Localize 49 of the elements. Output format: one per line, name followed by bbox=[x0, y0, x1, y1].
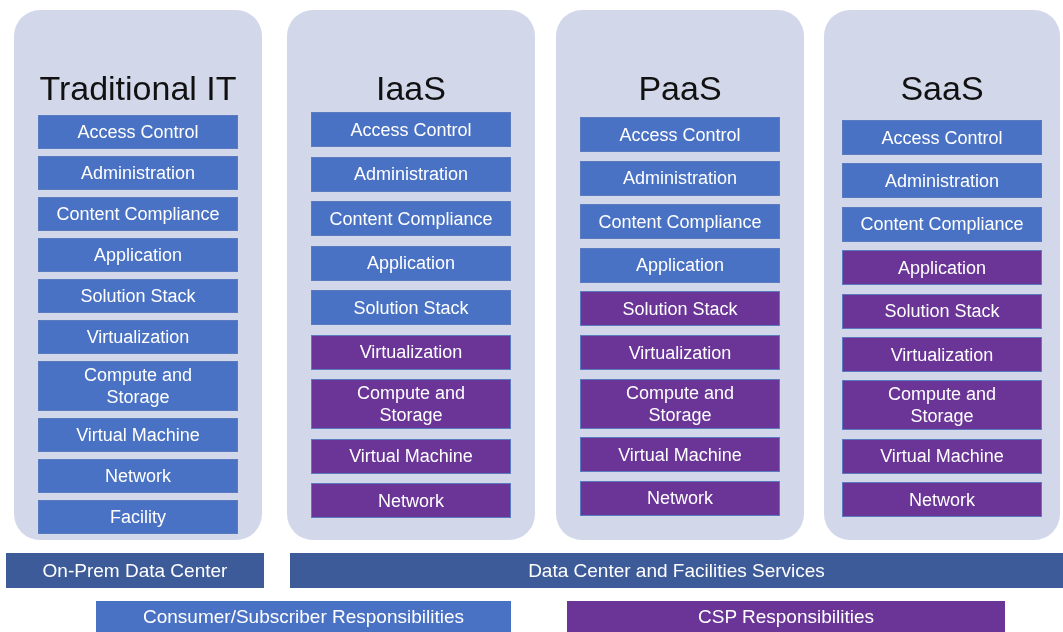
layer-block: Compute and Storage bbox=[38, 361, 238, 411]
layer-block: Application bbox=[580, 247, 780, 283]
layer-block: Content Compliance bbox=[311, 201, 511, 236]
layer-block: Virtual Machine bbox=[311, 438, 511, 474]
layer-block: Solution Stack bbox=[311, 290, 511, 325]
layer-block: Content Compliance bbox=[580, 204, 780, 240]
layer-block: Virtual Machine bbox=[842, 438, 1042, 474]
layer-block: Access Control bbox=[311, 112, 511, 147]
layer-block: Content Compliance bbox=[842, 206, 1042, 242]
layer-block: Virtual Machine bbox=[580, 437, 780, 473]
layer-block: Access Control bbox=[580, 117, 780, 152]
layer-block: Virtual Machine bbox=[38, 418, 238, 452]
column-heading: PaaS bbox=[637, 68, 723, 108]
layer-block: Network bbox=[842, 482, 1042, 518]
layer-bar: Data Center and Facilities Services bbox=[290, 553, 1063, 588]
layer-block: Administration bbox=[580, 160, 780, 196]
column-heading: IaaS bbox=[375, 68, 447, 108]
layer-block: Application bbox=[842, 250, 1042, 286]
layer-block: Solution Stack bbox=[38, 279, 238, 313]
legend-bar: Consumer/Subscriber Responsibilities bbox=[96, 601, 511, 632]
layer-bar: On-Prem Data Center bbox=[6, 553, 264, 588]
layer-block: Access Control bbox=[38, 115, 238, 149]
layer-block: Compute and Storage bbox=[311, 379, 511, 429]
layer-block: Solution Stack bbox=[580, 291, 780, 327]
layer-block: Administration bbox=[38, 156, 238, 190]
layer-block: Compute and Storage bbox=[842, 380, 1042, 431]
layer-block: Network bbox=[311, 483, 511, 518]
layer-block: Virtualization bbox=[38, 320, 238, 354]
layer-block: Administration bbox=[311, 156, 511, 192]
layer-block: Access Control bbox=[842, 120, 1042, 155]
layer-block: Virtualization bbox=[842, 337, 1042, 372]
layer-block: Application bbox=[38, 238, 238, 272]
column-panel bbox=[824, 10, 1060, 540]
legend-bar: CSP Responsibilities bbox=[567, 601, 1005, 632]
layer-block: Application bbox=[311, 245, 511, 281]
column-panel bbox=[556, 10, 804, 540]
column-heading: SaaS bbox=[899, 68, 985, 108]
layer-block: Solution Stack bbox=[842, 293, 1042, 329]
column-panel bbox=[14, 10, 262, 540]
layer-block: Virtualization bbox=[311, 334, 511, 370]
layer-block: Administration bbox=[842, 163, 1042, 199]
layer-block: Compute and Storage bbox=[580, 378, 780, 429]
layer-block: Network bbox=[38, 459, 238, 493]
layer-block: Network bbox=[580, 480, 780, 516]
column-heading: Traditional IT bbox=[38, 68, 238, 108]
column-panel bbox=[287, 10, 535, 540]
layer-block: Facility bbox=[38, 500, 238, 534]
layer-block: Virtualization bbox=[580, 335, 780, 370]
layer-block: Content Compliance bbox=[38, 197, 238, 231]
